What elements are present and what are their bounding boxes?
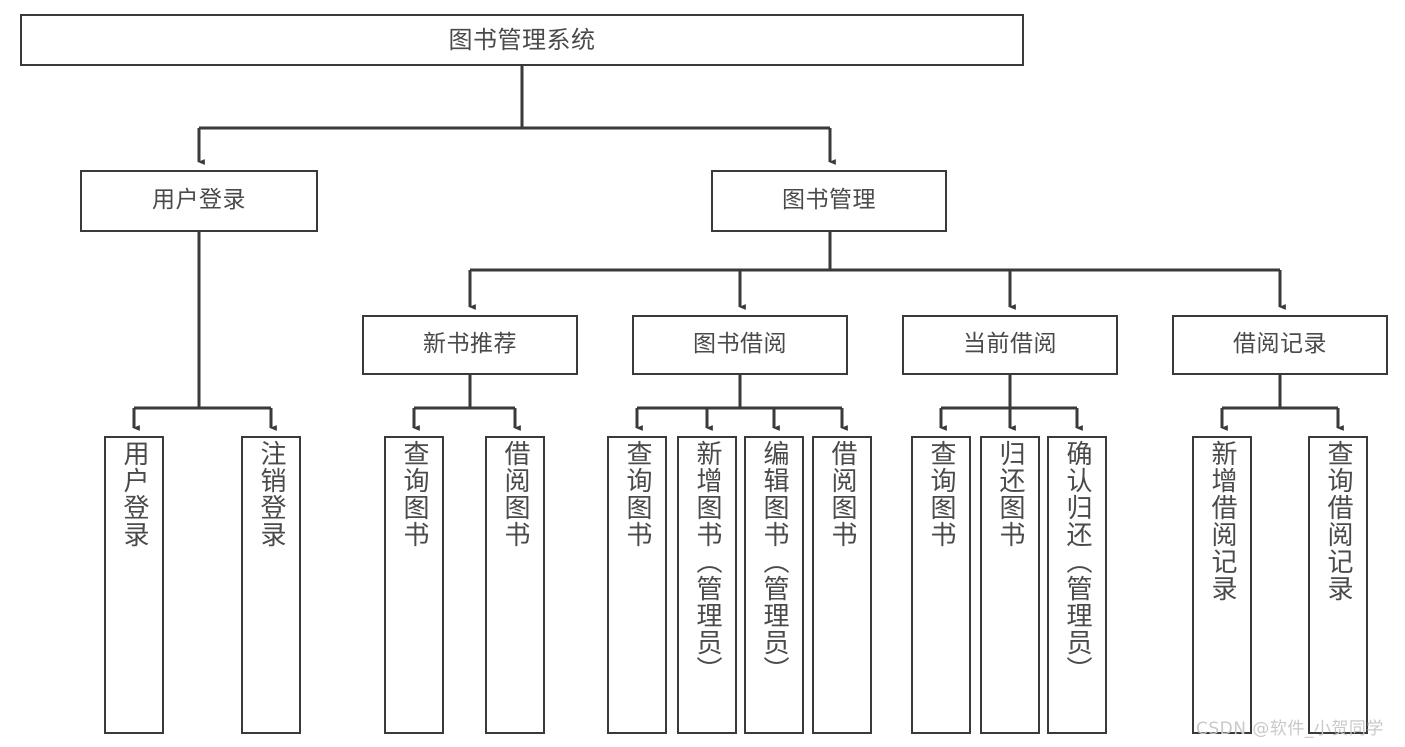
node-label: 图书管理: [782, 187, 876, 214]
node-root-system[interactable]: 图书管理系统: [20, 14, 1024, 66]
node-label: 查询图书: [926, 440, 956, 548]
leaf-borrow-borrow-book[interactable]: 借阅图书: [812, 436, 872, 734]
leaf-current-confirm-return-admin[interactable]: 确认归还（管理员）: [1047, 436, 1107, 734]
leaf-current-return-book[interactable]: 归还图书: [980, 436, 1040, 734]
node-label: 编辑图书（管理员）: [759, 440, 789, 683]
node-new-book-recommend[interactable]: 新书推荐: [362, 315, 578, 375]
leaf-current-query-book[interactable]: 查询图书: [911, 436, 971, 734]
node-label: 新增借阅记录: [1207, 440, 1237, 602]
leaf-borrow-edit-book-admin[interactable]: 编辑图书（管理员）: [744, 436, 804, 734]
node-label: 借阅记录: [1233, 331, 1327, 358]
leaf-recommend-borrow-book[interactable]: 借阅图书: [485, 436, 545, 734]
leaf-recommend-query-book[interactable]: 查询图书: [384, 436, 444, 734]
node-label: 图书管理系统: [448, 25, 596, 54]
node-label: 当前借阅: [963, 331, 1057, 358]
leaf-borrow-add-book-admin[interactable]: 新增图书（管理员）: [677, 436, 737, 734]
node-current-borrow[interactable]: 当前借阅: [902, 315, 1118, 375]
node-borrow-records[interactable]: 借阅记录: [1172, 315, 1388, 375]
node-label: 注销登录: [256, 440, 286, 548]
leaf-records-query-record[interactable]: 查询借阅记录: [1308, 436, 1368, 734]
node-label: 用户登录: [152, 187, 246, 214]
node-label: 用户登录: [119, 440, 149, 548]
node-label: 新增图书（管理员）: [692, 440, 722, 683]
node-book-management[interactable]: 图书管理: [711, 170, 947, 232]
node-label: 确认归还（管理员）: [1062, 440, 1092, 683]
node-label: 查询借阅记录: [1323, 440, 1353, 602]
node-label: 借阅图书: [500, 440, 530, 548]
node-label: 新书推荐: [423, 331, 517, 358]
node-label: 查询图书: [622, 440, 652, 548]
leaf-records-add-record[interactable]: 新增借阅记录: [1192, 436, 1252, 734]
leaf-borrow-query-book[interactable]: 查询图书: [607, 436, 667, 734]
node-label: 借阅图书: [827, 440, 857, 548]
leaf-user-login-login[interactable]: 用户登录: [104, 436, 164, 734]
node-label: 归还图书: [995, 440, 1025, 548]
node-book-borrow[interactable]: 图书借阅: [632, 315, 848, 375]
node-label: 查询图书: [399, 440, 429, 548]
csdn-watermark: CSDN @软件_小贺同学: [1196, 719, 1384, 739]
node-label: 图书借阅: [693, 331, 787, 358]
leaf-user-login-logout[interactable]: 注销登录: [241, 436, 301, 734]
node-user-login[interactable]: 用户登录: [80, 170, 318, 232]
